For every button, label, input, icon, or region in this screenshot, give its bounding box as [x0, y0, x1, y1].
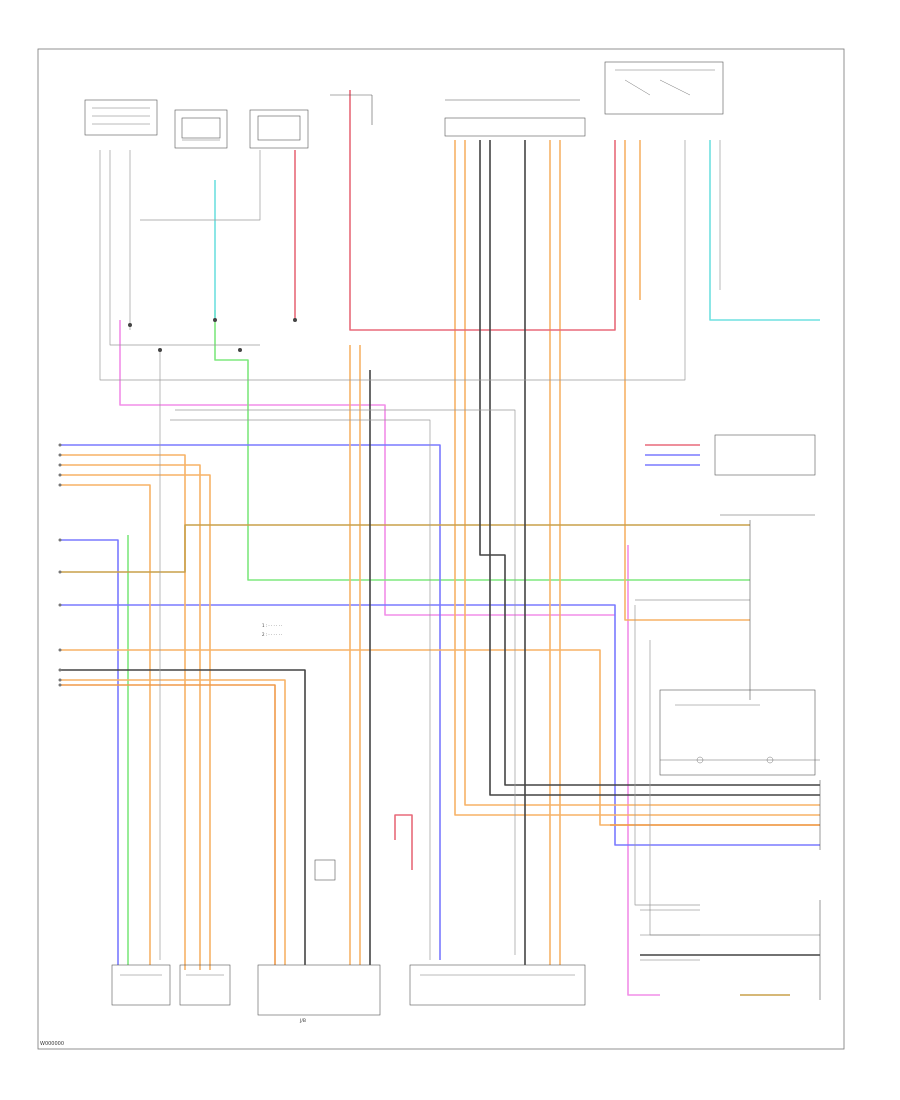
bottom-right-labels	[640, 909, 700, 961]
wire-grey-39	[99, 140, 686, 381]
wire-orange-19	[454, 140, 820, 816]
wire-grey-47	[649, 640, 820, 936]
top-right-switch	[604, 61, 724, 115]
left-terminals	[58, 443, 62, 687]
top-left-switch	[84, 99, 158, 136]
wire-grey-50	[140, 150, 261, 221]
junction-block: J/B	[257, 859, 381, 1024]
wire-dark-33	[60, 669, 306, 965]
svg-text:1 : · · · · · ·: 1 : · · · · · ·	[262, 623, 282, 628]
wire-pink-0	[119, 320, 615, 616]
wire-orange-16	[60, 679, 286, 965]
fuse-box-bracket	[330, 94, 373, 125]
wire-orange_dark-25	[60, 684, 276, 965]
wire-layer	[60, 90, 820, 996]
svg-text:J/B: J/B	[299, 1018, 306, 1024]
wire-orange-13	[60, 474, 211, 970]
wire-grey-46	[634, 605, 700, 906]
wire-red-31	[394, 814, 413, 870]
wire-orange-23	[624, 140, 750, 621]
wire-orange-12	[60, 464, 201, 970]
wire-orange-11	[60, 454, 186, 970]
right-connector-upper	[714, 434, 816, 476]
wire-orange-20	[464, 140, 820, 806]
diagram-frame	[37, 48, 845, 1050]
wire-grey-44	[175, 409, 516, 955]
wire-red-30	[349, 90, 616, 331]
bottom-center-connector	[409, 964, 586, 1006]
right-sensor-block	[659, 689, 816, 776]
wire-dark-36	[489, 140, 820, 796]
splice-points	[128, 318, 297, 352]
bottom-left-connector	[111, 964, 171, 1006]
wire-grey-40	[109, 150, 260, 346]
right-connector-main	[720, 514, 815, 700]
top-left-relay	[174, 109, 228, 149]
wire-blue-8	[60, 604, 820, 846]
wire-brown-27	[60, 524, 750, 573]
top-center-connector	[444, 99, 586, 137]
wire-pink-1	[627, 545, 660, 996]
wire-blue-7	[60, 539, 119, 965]
wire-light_green-2	[214, 310, 750, 581]
wire-grey-43	[170, 419, 431, 960]
diagram-id-label: W000000	[40, 1041, 64, 1047]
wire-dark-35	[479, 140, 820, 786]
wire-cyan-5	[709, 140, 820, 321]
wire-orange-14	[60, 484, 151, 965]
center-note: 1 : · · · · · · 2 : · · · · · ·	[262, 623, 282, 637]
top-mid-relay	[249, 109, 309, 149]
wire-blue-6	[60, 444, 441, 960]
bottom-left-connector-2	[179, 964, 231, 1006]
svg-text:2 : · · · · · ·: 2 : · · · · · ·	[262, 632, 282, 637]
